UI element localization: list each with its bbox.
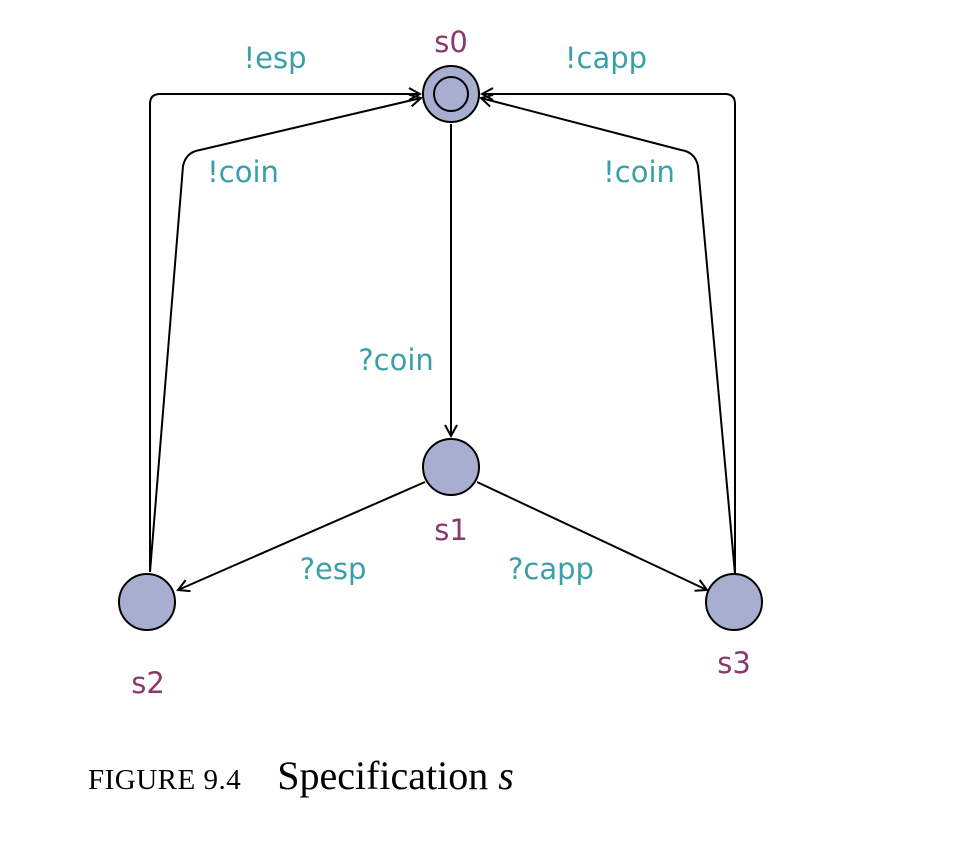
edge-label-s0-s1: ?coin bbox=[358, 343, 434, 377]
edge-s1-s2 bbox=[178, 481, 426, 590]
state-label-s3: s3 bbox=[717, 646, 751, 680]
edge-label-s2-s0-esp: !esp bbox=[244, 41, 307, 75]
edge-label-s2-s0-coin: !coin bbox=[207, 155, 279, 189]
automaton-diagram: s0 s1 s2 s3 ?coin ?esp ?capp !esp !coin … bbox=[118, 25, 763, 700]
figure-caption: FIGURE 9.4 Specification s bbox=[88, 752, 514, 799]
edge-label-s3-s0-coin: !coin bbox=[603, 155, 675, 189]
state-s1 bbox=[422, 438, 480, 496]
state-label-s0: s0 bbox=[434, 25, 468, 59]
state-s0 bbox=[422, 65, 480, 123]
state-s3 bbox=[705, 573, 763, 631]
edge-s1-s3 bbox=[476, 481, 707, 590]
state-label-s2: s2 bbox=[131, 666, 165, 700]
figure-title-text: Specification bbox=[277, 753, 489, 798]
edge-label-s1-s3: ?capp bbox=[508, 552, 594, 586]
edge-label-s1-s2: ?esp bbox=[300, 552, 367, 586]
figure-number: FIGURE 9.4 bbox=[88, 764, 242, 796]
edge-s2-s0-esp bbox=[149, 94, 420, 572]
edge-s3-s0-capp bbox=[482, 94, 736, 574]
edge-label-s3-s0-capp: !capp bbox=[565, 41, 647, 75]
figure-title-variable: s bbox=[498, 753, 514, 798]
figure-title: Specification s bbox=[277, 753, 514, 798]
edge-s3-s0-coin bbox=[481, 98, 736, 575]
state-s2 bbox=[118, 573, 176, 631]
state-label-s1: s1 bbox=[434, 513, 468, 547]
edge-s2-s0-coin bbox=[149, 98, 421, 573]
initial-state-marker bbox=[433, 76, 469, 112]
